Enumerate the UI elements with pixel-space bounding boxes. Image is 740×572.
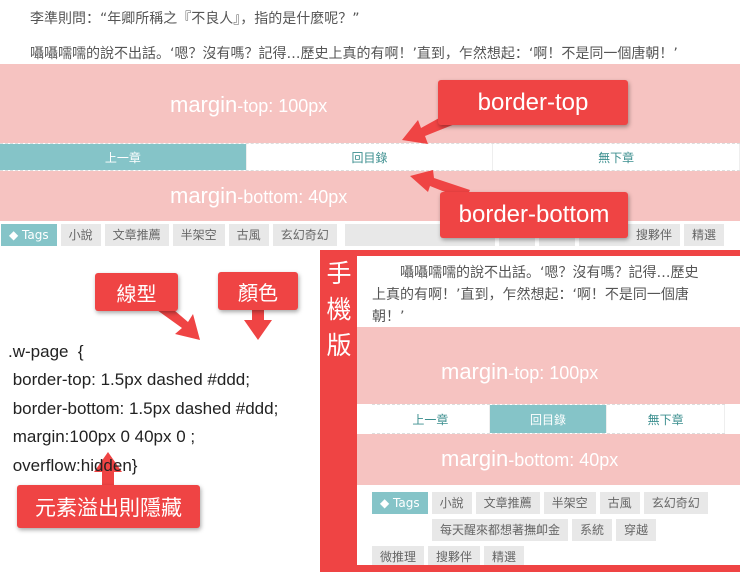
tag[interactable]: 搜夥伴 xyxy=(428,546,481,565)
chapter-nav: 上一章 回目錄 無下章 xyxy=(0,143,740,171)
tags-header: ◆ Tags xyxy=(1,224,57,246)
mobile-story: 囁囁嚅嚅的說不出話。‘嗯？沒有嗎？記得…歷史 上真的有啊！’直到，乍然想起：‘啊… xyxy=(372,262,698,328)
margin-bottom-label: margin-bottom: 40px xyxy=(170,183,348,208)
tag-icon: ◆ xyxy=(9,228,23,242)
tag-list-end: 搜夥伴 精選 xyxy=(628,224,725,246)
tag[interactable]: 古風 xyxy=(599,492,640,514)
tag[interactable]: 系統 xyxy=(572,519,613,541)
tag[interactable]: 半架空 xyxy=(172,224,225,246)
tag[interactable]: 穿越 xyxy=(616,519,657,541)
code-line: overflow:hidden} xyxy=(8,455,138,475)
story-line-2: 囁囁嚅嚅的說不出話。‘嗯？沒有嗎？記得…歷史上真的有啊！’直到，乍然想起：‘啊！… xyxy=(30,46,678,62)
mobile-margin-top-area: margin-top: 100px xyxy=(357,327,740,404)
callout-overflow-hidden: 元素溢出則隱藏 xyxy=(17,485,200,528)
table-of-contents-button[interactable]: 回目錄 xyxy=(247,144,494,170)
css-code-block: .w-page { border-top: 1.5px dashed #ddd;… xyxy=(8,309,278,509)
tag[interactable]: 小說 xyxy=(60,224,101,246)
callout-line-style: 線型 xyxy=(95,273,178,311)
code-line: border-bottom: 1.5px dashed #ddd; xyxy=(8,398,279,418)
mobile-panel: 手機版 囁囁嚅嚅的說不出話。‘嗯？沒有嗎？記得…歷史 上真的有啊！’直到，乍然想… xyxy=(320,250,740,572)
code-line: margin:100px 0 40px 0 ; xyxy=(8,427,196,446)
mobile-tag-list: ◆ Tags 小說 文章推薦 半架空 古風 玄幻奇幻 每天醒來都想著撫卹金 系統… xyxy=(372,492,712,565)
story-line-1: 李準則問：“年卿所稱之『不良人』，指的是什麼呢？” xyxy=(30,11,360,27)
callout-color: 顏色 xyxy=(218,272,298,310)
mobile-label: 手機版 xyxy=(326,259,352,360)
tag[interactable]: 半架空 xyxy=(543,492,596,514)
mobile-margin-bottom-area: margin-bottom: 40px xyxy=(357,434,740,485)
mobile-story-line: 囁囁嚅嚅的說不出話。‘嗯？沒有嗎？記得…歷史 xyxy=(372,265,699,281)
tag[interactable]: 微推理 xyxy=(372,546,425,565)
tag-icon: ◆ xyxy=(380,496,394,510)
arrow-overflow-icon xyxy=(94,452,122,486)
arrow-color-icon xyxy=(244,308,272,340)
tag[interactable]: 每天醒來都想著撫卹金 xyxy=(432,519,569,541)
code-line: border-top: 1.5px dashed #ddd; xyxy=(8,370,250,389)
mobile-chapter-nav: 上一章 回目錄 無下章 xyxy=(372,404,726,434)
callout-border-bottom: border-bottom xyxy=(440,192,628,238)
table-of-contents-button[interactable]: 回目錄 xyxy=(489,405,608,433)
mobile-screen: 囁囁嚅嚅的說不出話。‘嗯？沒有嗎？記得…歷史 上真的有啊！’直到，乍然想起：‘啊… xyxy=(357,256,740,565)
tag[interactable]: 精選 xyxy=(484,546,525,565)
tag[interactable]: 小說 xyxy=(431,492,472,514)
margin-top-label: margin-top: 100px xyxy=(170,92,328,117)
prev-chapter-button[interactable]: 上一章 xyxy=(0,144,247,170)
code-line: .w-page { xyxy=(8,341,84,361)
mobile-story-line: 朝！’ xyxy=(372,309,405,325)
prev-chapter-button[interactable]: 上一章 xyxy=(372,405,490,433)
tag[interactable]: 玄幻奇幻 xyxy=(272,224,337,246)
tag-list: ◆ Tags 小說 文章推薦 半架空 古風 玄幻奇幻 xyxy=(1,224,337,246)
tag[interactable]: 古風 xyxy=(228,224,269,246)
tags-header: ◆ Tags xyxy=(372,492,428,514)
tag[interactable]: 精選 xyxy=(684,224,725,246)
callout-border-top: border-top xyxy=(438,80,628,125)
tag[interactable]: 文章推薦 xyxy=(475,492,540,514)
tag[interactable]: 玄幻奇幻 xyxy=(643,492,708,514)
next-chapter-button[interactable]: 無下章 xyxy=(607,405,726,433)
tag[interactable]: 搜夥伴 xyxy=(628,224,681,246)
mobile-margin-bottom-label: margin-bottom: 40px xyxy=(441,446,619,471)
mobile-story-line: 上真的有啊！’直到，乍然想起：‘啊！不是同一個唐 xyxy=(372,287,689,303)
tag[interactable]: 文章推薦 xyxy=(104,224,169,246)
mobile-margin-top-label: margin-top: 100px xyxy=(441,359,599,384)
